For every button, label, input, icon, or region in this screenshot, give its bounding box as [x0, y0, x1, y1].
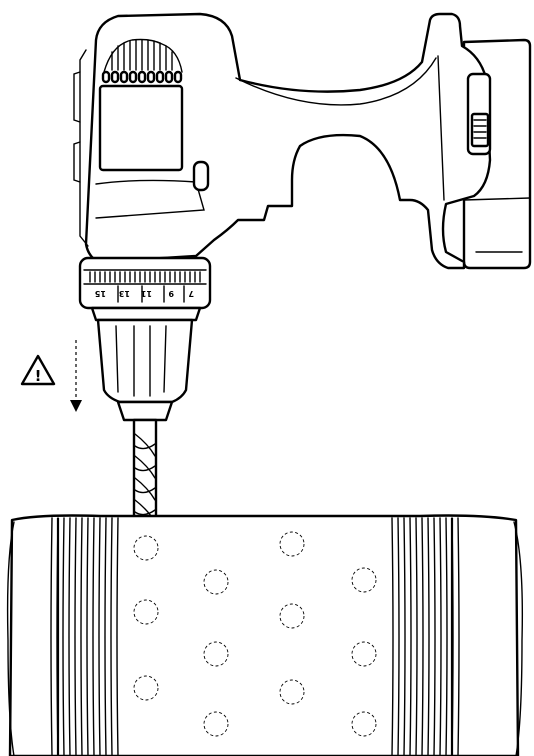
drill-hole-mark [351, 641, 377, 667]
can-rib [92, 517, 95, 756]
drill-hole-mark [203, 569, 229, 595]
warning-symbol: ! [35, 367, 42, 385]
can-rib [104, 517, 107, 756]
can-rib [62, 517, 65, 756]
clutch-knurl [89, 271, 201, 283]
drill-hole-mark [203, 711, 229, 737]
can-rib [397, 517, 400, 756]
can-rib [68, 517, 71, 756]
clutch-collar: 15 13 11 9 7 [78, 256, 212, 310]
drill-hole-mark [203, 641, 229, 667]
direction-switch [466, 72, 492, 156]
can-rib [439, 517, 442, 756]
can-rib [50, 517, 53, 756]
drill-hole-mark [279, 603, 305, 629]
drill-hole-mark [279, 531, 305, 557]
can-rib [421, 517, 424, 756]
drill-body [73, 12, 492, 270]
can-rib [445, 517, 448, 756]
can-rib [116, 517, 119, 756]
can-rib [110, 517, 113, 756]
clutch-label-15: 15 [94, 289, 106, 298]
clutch-label-7: 7 [188, 289, 194, 298]
can-rib [403, 517, 406, 756]
drill-hole-mark [133, 599, 159, 625]
drill-hole-mark [351, 567, 377, 593]
can-rib [80, 517, 83, 756]
chuck [90, 306, 202, 422]
can-rib [86, 517, 89, 756]
can-rib [457, 517, 460, 756]
drill-hole-mark [133, 535, 159, 561]
clutch-scale: 15 13 11 9 7 [94, 285, 194, 303]
drill-hole-marks [133, 531, 377, 737]
can-ribs [50, 517, 460, 756]
vent-grille [101, 38, 183, 84]
drill-hole-mark [351, 711, 377, 737]
metal-can [6, 514, 524, 756]
can-rib [433, 517, 436, 756]
can-rib [74, 517, 77, 756]
trigger [192, 160, 210, 192]
can-rib [427, 517, 430, 756]
clutch-label-11: 11 [140, 289, 152, 298]
can-rib [409, 517, 412, 756]
drill-hole-mark [133, 675, 159, 701]
warning-triangle-icon: ! [20, 354, 56, 386]
clutch-label-13: 13 [119, 289, 130, 298]
drill-hole-mark [279, 679, 305, 705]
clutch-label-9: 9 [168, 289, 174, 298]
down-arrow-icon [70, 340, 82, 412]
can-rib [391, 517, 394, 756]
can-rib [415, 517, 418, 756]
can-rib [98, 517, 101, 756]
